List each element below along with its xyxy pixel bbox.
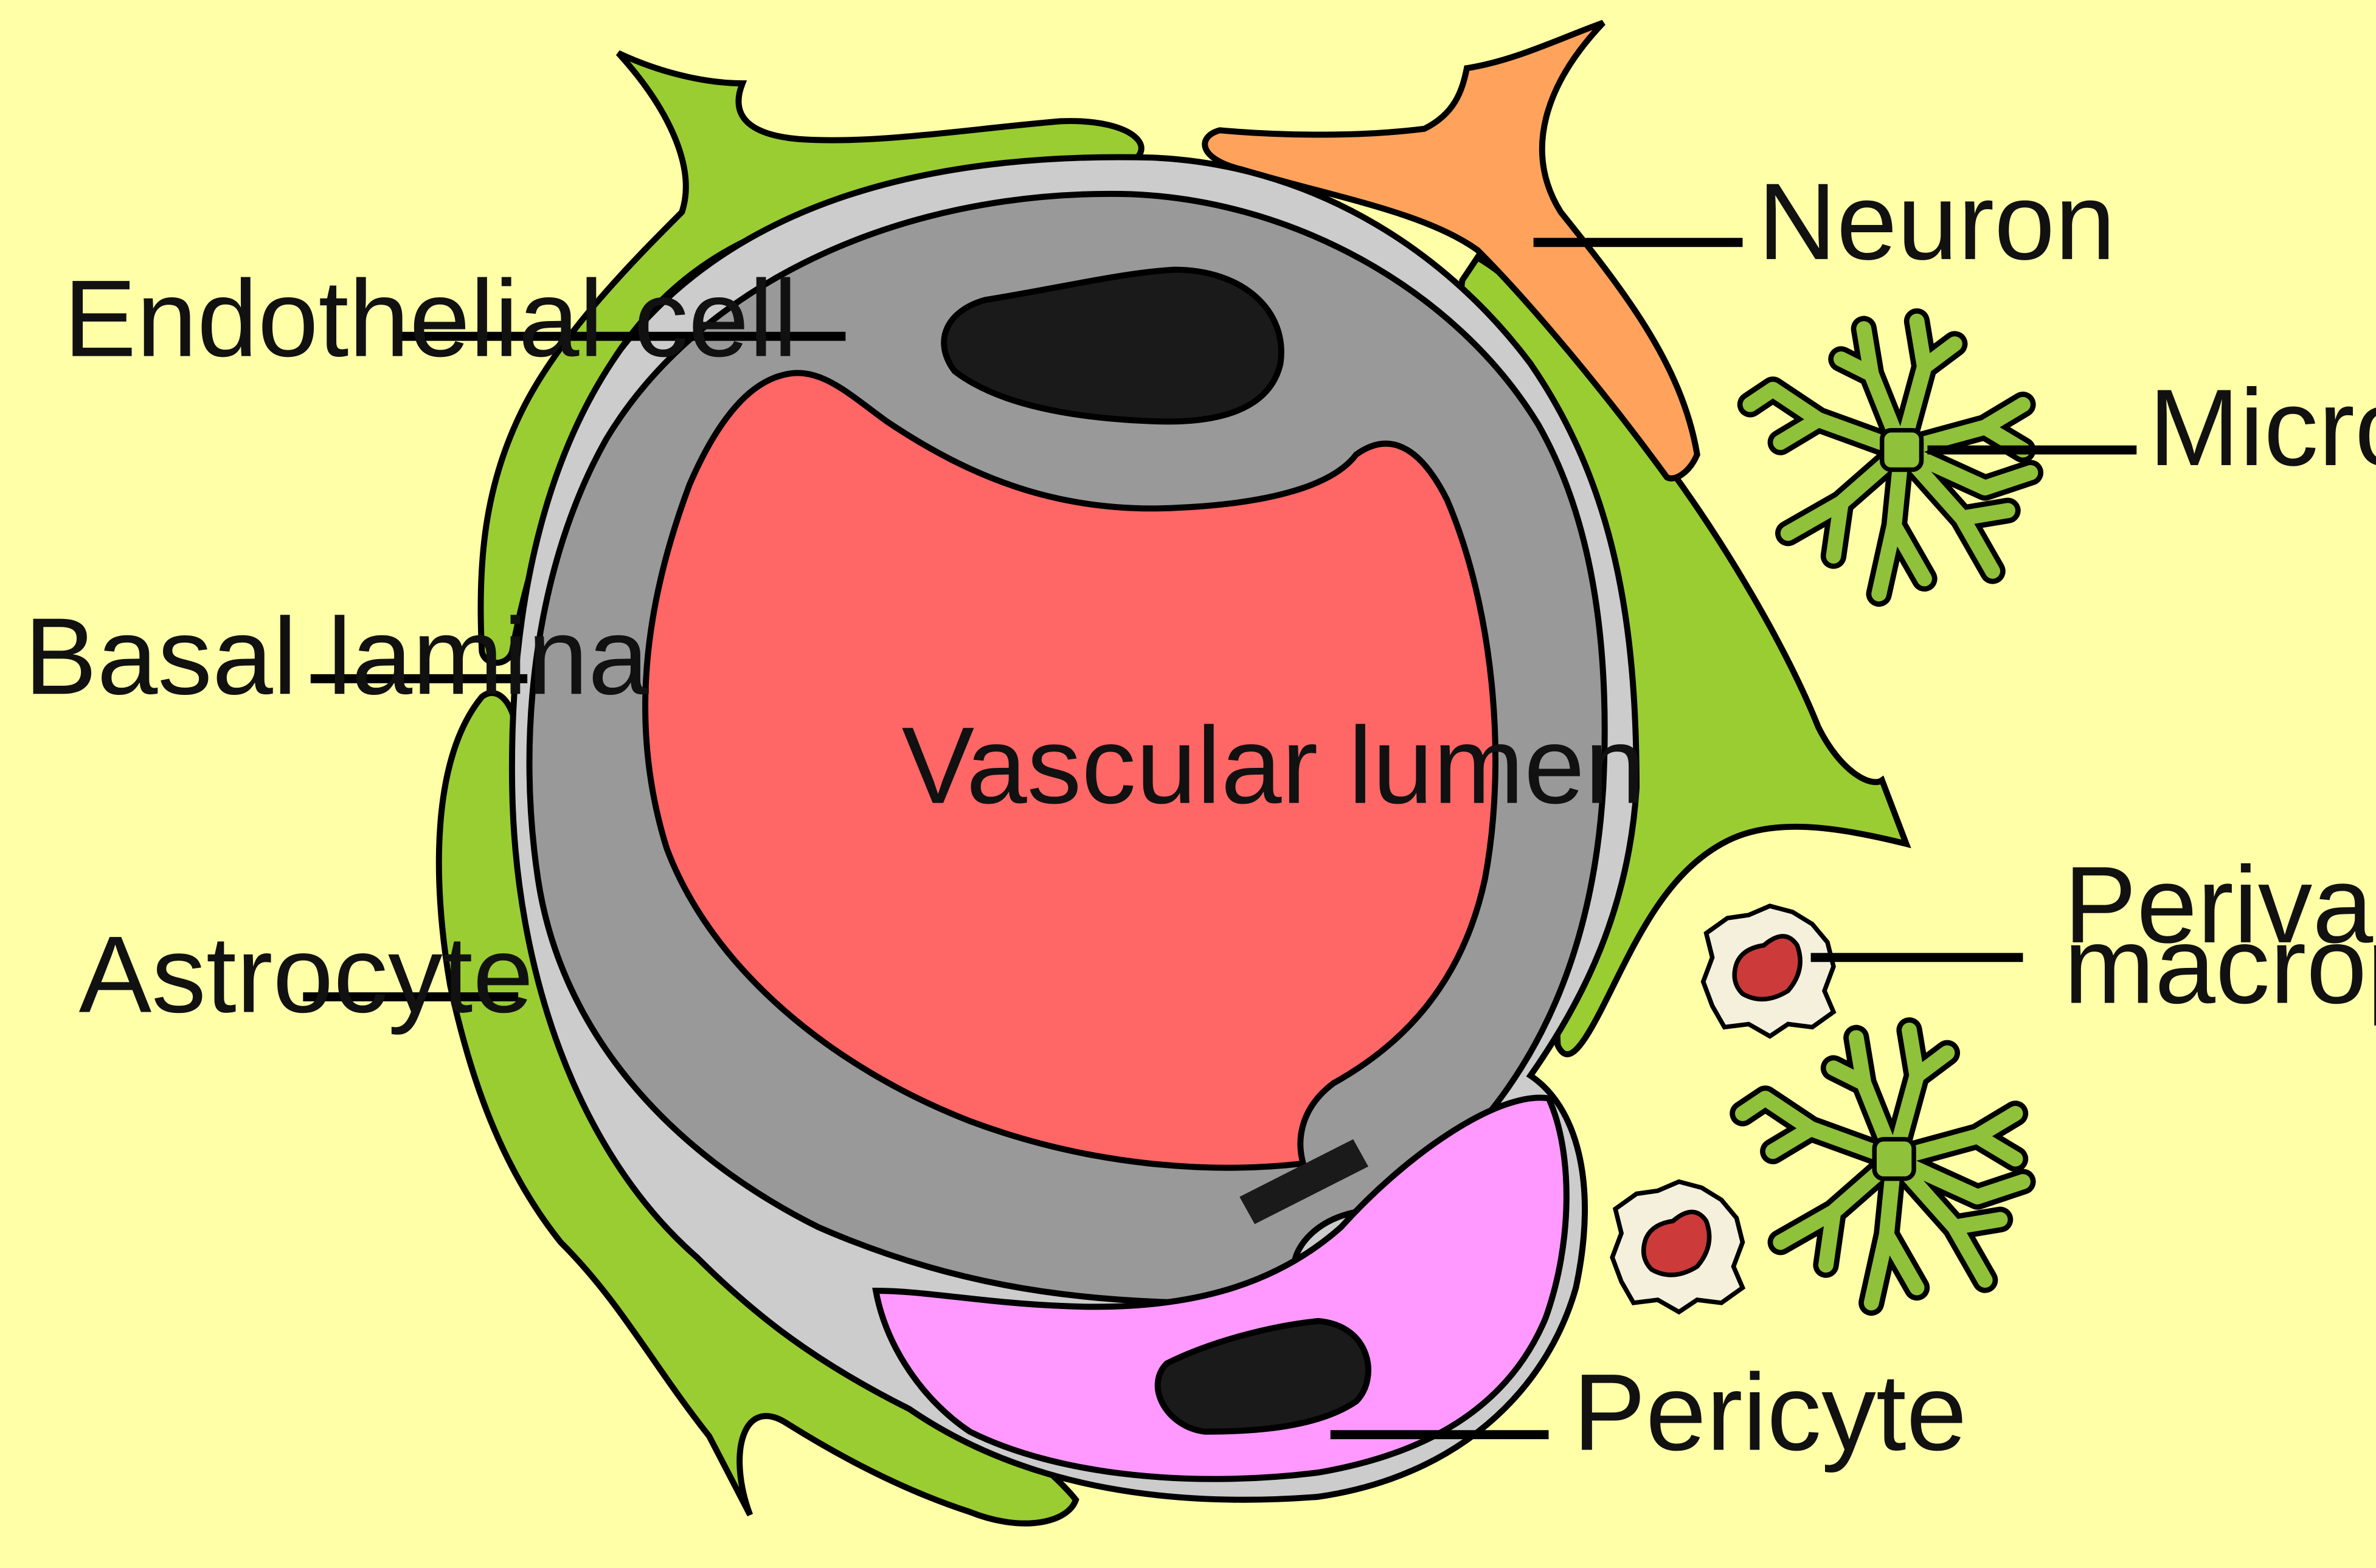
label-microglia: Microglia xyxy=(2149,367,2376,489)
perivascular-macrophage-lower xyxy=(1612,1182,1742,1312)
label-vascular-lumen: Vascular lumen xyxy=(902,705,1646,827)
perivascular-macrophage-upper xyxy=(1703,906,1834,1036)
endothelial-nucleus xyxy=(941,266,1284,425)
label-perivascular-macrophage-line2: macrophage xyxy=(2064,905,2376,1027)
label-pericyte: Pericyte xyxy=(1573,1352,1967,1474)
label-perivascular-macrophage-line1: Perivascular xyxy=(2064,844,2376,966)
label-basal-lamina: Basal lamina xyxy=(24,596,649,717)
neuron-cell xyxy=(1202,19,1700,482)
label-neuron: Neuron xyxy=(1758,161,2115,283)
label-endothelial-cell: Endothelial cell xyxy=(64,258,798,380)
tight-junction xyxy=(1239,1139,1369,1224)
vascular-lumen xyxy=(642,370,1499,1171)
pericyte-nucleus xyxy=(1154,1318,1371,1435)
label-astrocyte: Astrocyte xyxy=(79,914,534,1036)
pericyte-cell xyxy=(872,1094,1570,1482)
